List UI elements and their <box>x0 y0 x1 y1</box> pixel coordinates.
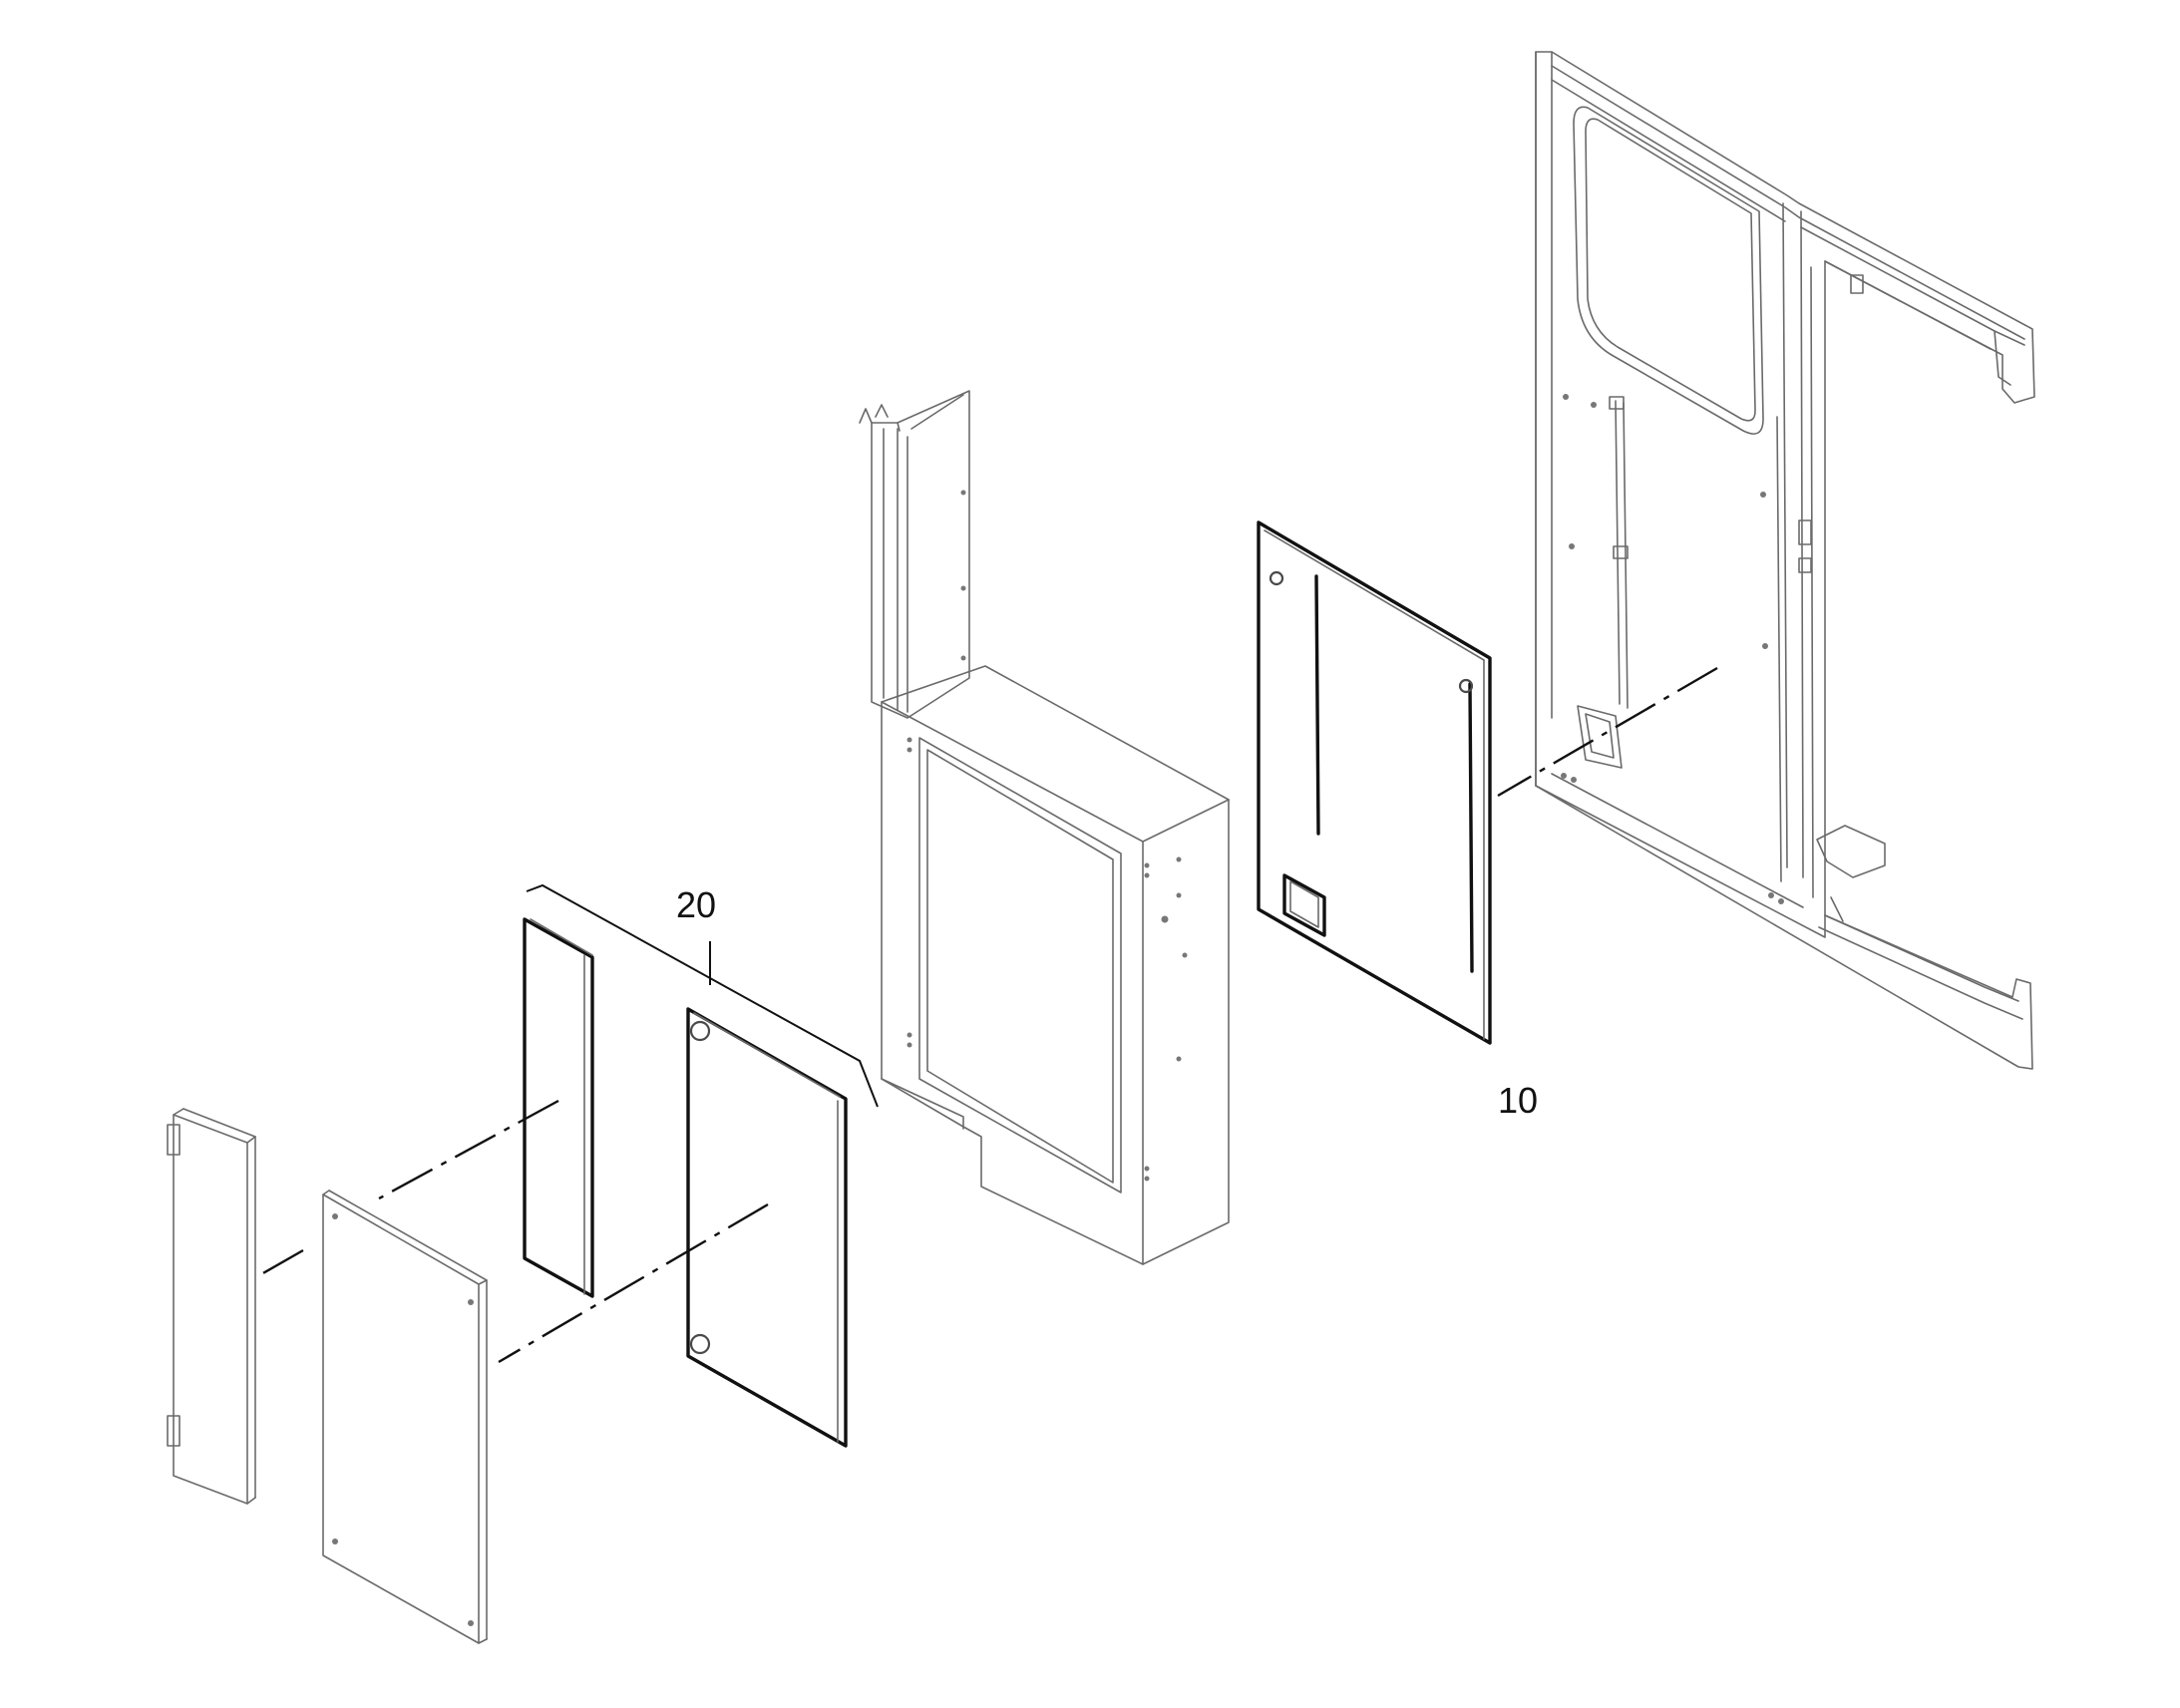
assembly-axis-lines <box>260 666 1718 1364</box>
door-panel-item-10 <box>1257 520 1492 1045</box>
filter-strip <box>523 917 594 1298</box>
filter-panel <box>686 1007 848 1448</box>
callout-leaders <box>526 883 879 1108</box>
control-box-housing <box>859 390 1230 1265</box>
callout-label-20: 20 <box>676 884 716 925</box>
callout-label-10: 10 <box>1498 1080 1538 1121</box>
small-hinged-door <box>167 1108 256 1505</box>
rear-cab-frame <box>1535 51 2035 1070</box>
outer-cover-panel <box>322 1190 488 1644</box>
